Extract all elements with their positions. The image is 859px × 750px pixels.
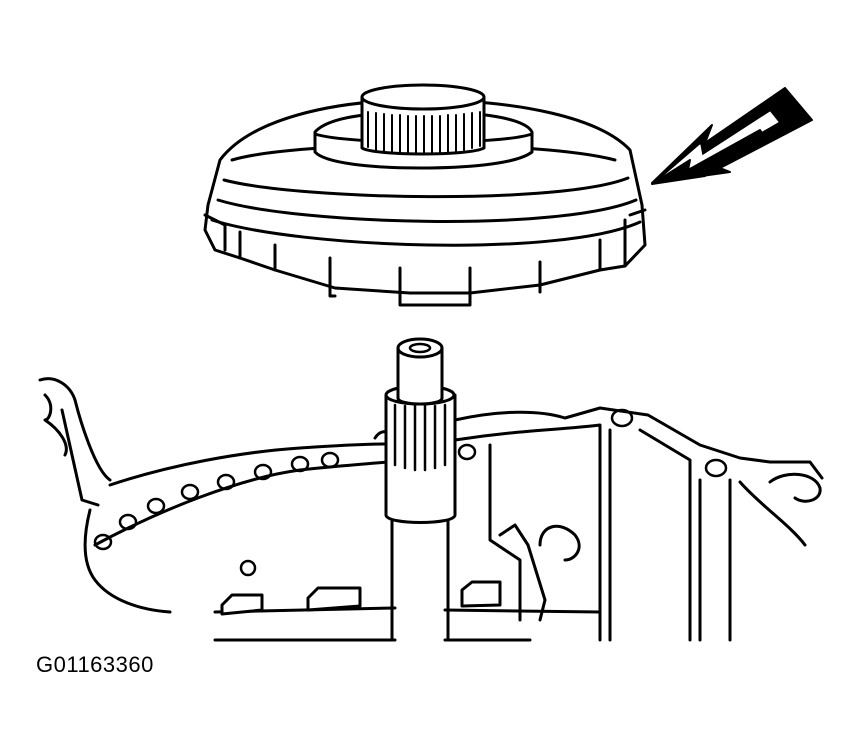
drum-ring-4 bbox=[210, 218, 642, 247]
case-bolt-holes bbox=[93, 408, 728, 577]
shaft-pilot-top bbox=[396, 337, 444, 359]
figure-id-label: G01163360 bbox=[36, 652, 154, 677]
shaft-body bbox=[390, 518, 450, 642]
input-shaft bbox=[384, 337, 457, 642]
shaft-pilot-bore bbox=[408, 342, 432, 354]
case-left-curl bbox=[38, 377, 112, 482]
case-tab-middle bbox=[306, 586, 362, 612]
case-flange-outer bbox=[108, 442, 390, 487]
case-left-bracket bbox=[43, 393, 68, 457]
drum-ring-2 bbox=[222, 176, 630, 199]
arrow-front-shape bbox=[651, 129, 766, 185]
drum-rim-teeth bbox=[203, 208, 647, 307]
clutch-drum-assembly bbox=[203, 83, 647, 307]
indicator-arrow bbox=[651, 87, 813, 185]
case-inner-wall-1 bbox=[453, 423, 602, 642]
case-flange-inner bbox=[93, 460, 390, 547]
drum-ring-3 bbox=[216, 198, 638, 223]
case-inner-wall-3 bbox=[638, 428, 692, 642]
case-tab-right bbox=[460, 580, 502, 608]
case-tab-left bbox=[220, 593, 264, 616]
shaft-pilot bbox=[396, 346, 444, 406]
case-top-right-edge bbox=[453, 406, 824, 480]
transmission-case bbox=[38, 377, 824, 642]
shaft-splined-section bbox=[384, 393, 457, 524]
shaft-splines bbox=[393, 403, 447, 472]
drum-hub-splines bbox=[367, 111, 481, 154]
case-lever-hook bbox=[538, 524, 581, 562]
case-right-boss bbox=[768, 472, 822, 503]
case-right-edge bbox=[738, 480, 807, 547]
case-left-rib bbox=[60, 408, 100, 507]
drum-hub-top bbox=[360, 83, 486, 111]
case-lever-arm bbox=[498, 523, 547, 622]
case-left-lower bbox=[83, 508, 172, 614]
case-central-boss bbox=[488, 443, 522, 622]
